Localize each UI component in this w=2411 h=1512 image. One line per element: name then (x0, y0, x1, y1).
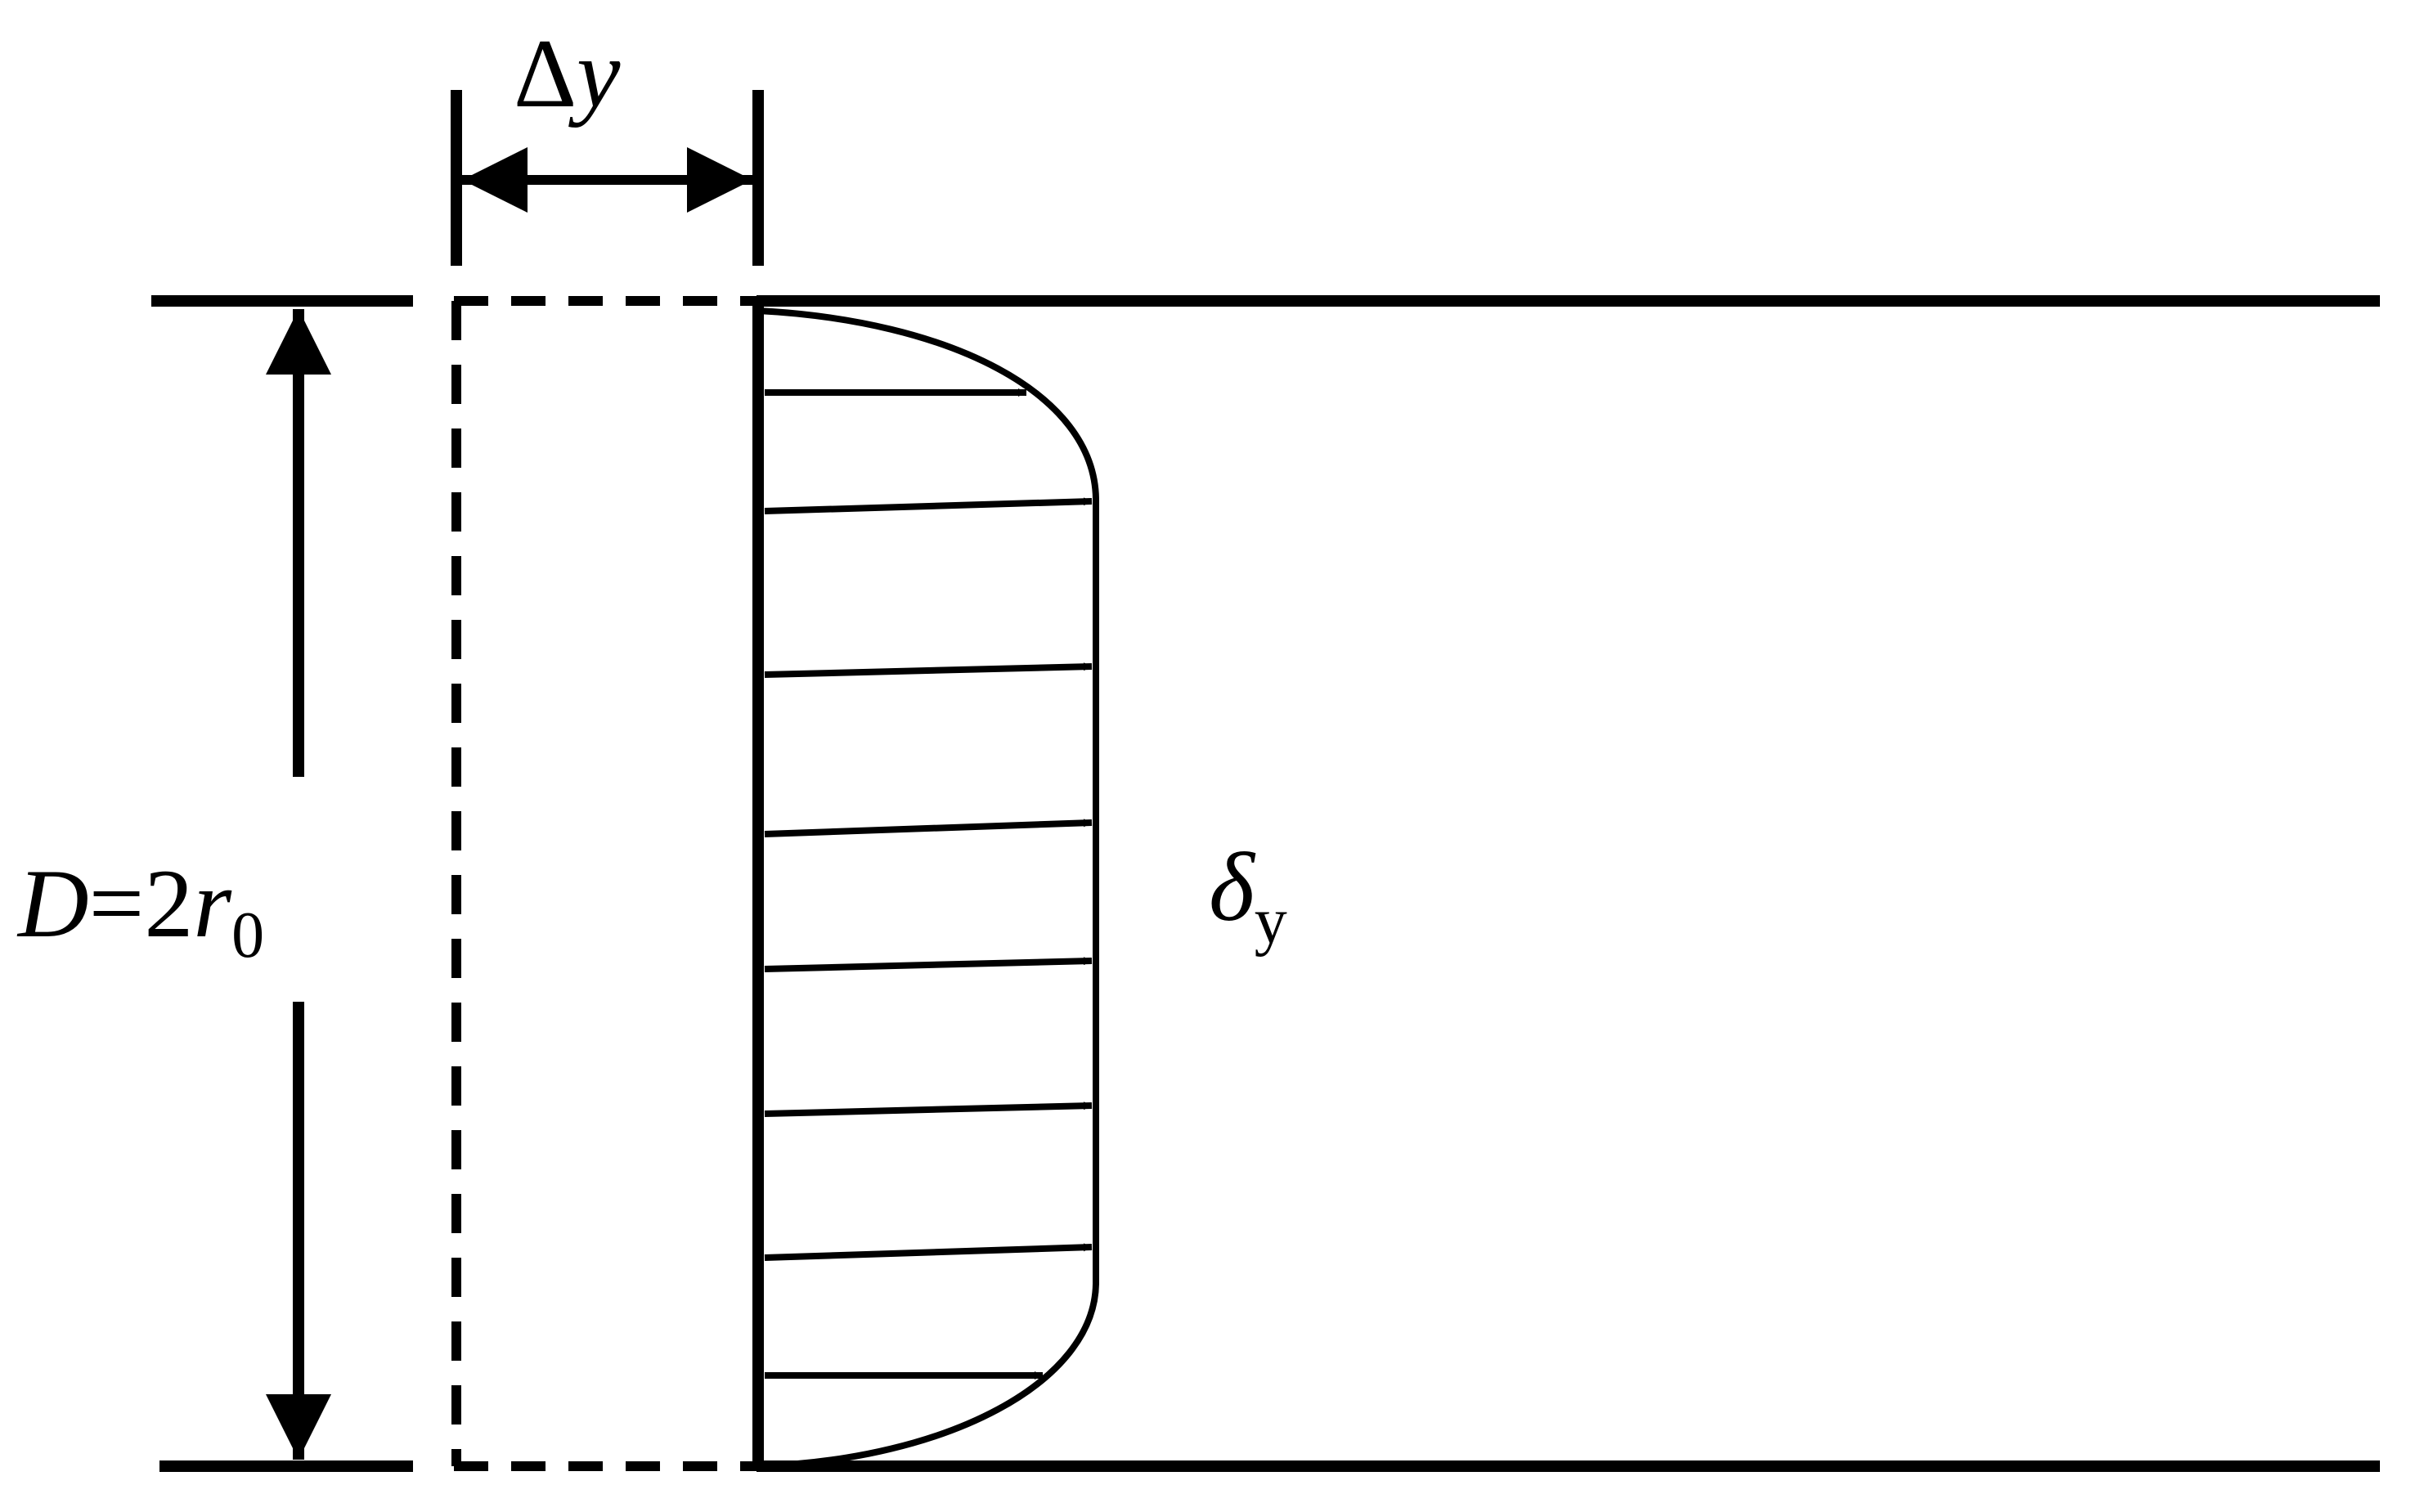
diameter-var: r (193, 849, 232, 958)
velocity-arrow (764, 662, 1093, 678)
velocity-arrow (764, 1101, 1093, 1117)
diameter-lhs: D (16, 849, 89, 958)
boundary-layer-subscript: y (1255, 886, 1287, 958)
boundary-layer-label: δy (1209, 832, 1287, 958)
diameter-label: D=2r0 (16, 849, 264, 971)
velocity-profile-curve (757, 307, 1099, 1469)
diameter-subscript: 0 (231, 900, 264, 971)
velocity-arrow (764, 819, 1093, 837)
boundary-layer-symbol: δ (1209, 832, 1256, 941)
diameter-equals: =2 (89, 849, 194, 958)
velocity-arrows (764, 388, 1093, 1380)
velocity-arrow (764, 957, 1093, 972)
velocity-arrow (764, 497, 1093, 514)
velocity-arrow (764, 1243, 1093, 1261)
delta-y-variable: y (568, 19, 621, 128)
delta-y-label: Δy (514, 19, 621, 128)
delta-y-symbol: Δ (514, 19, 577, 128)
